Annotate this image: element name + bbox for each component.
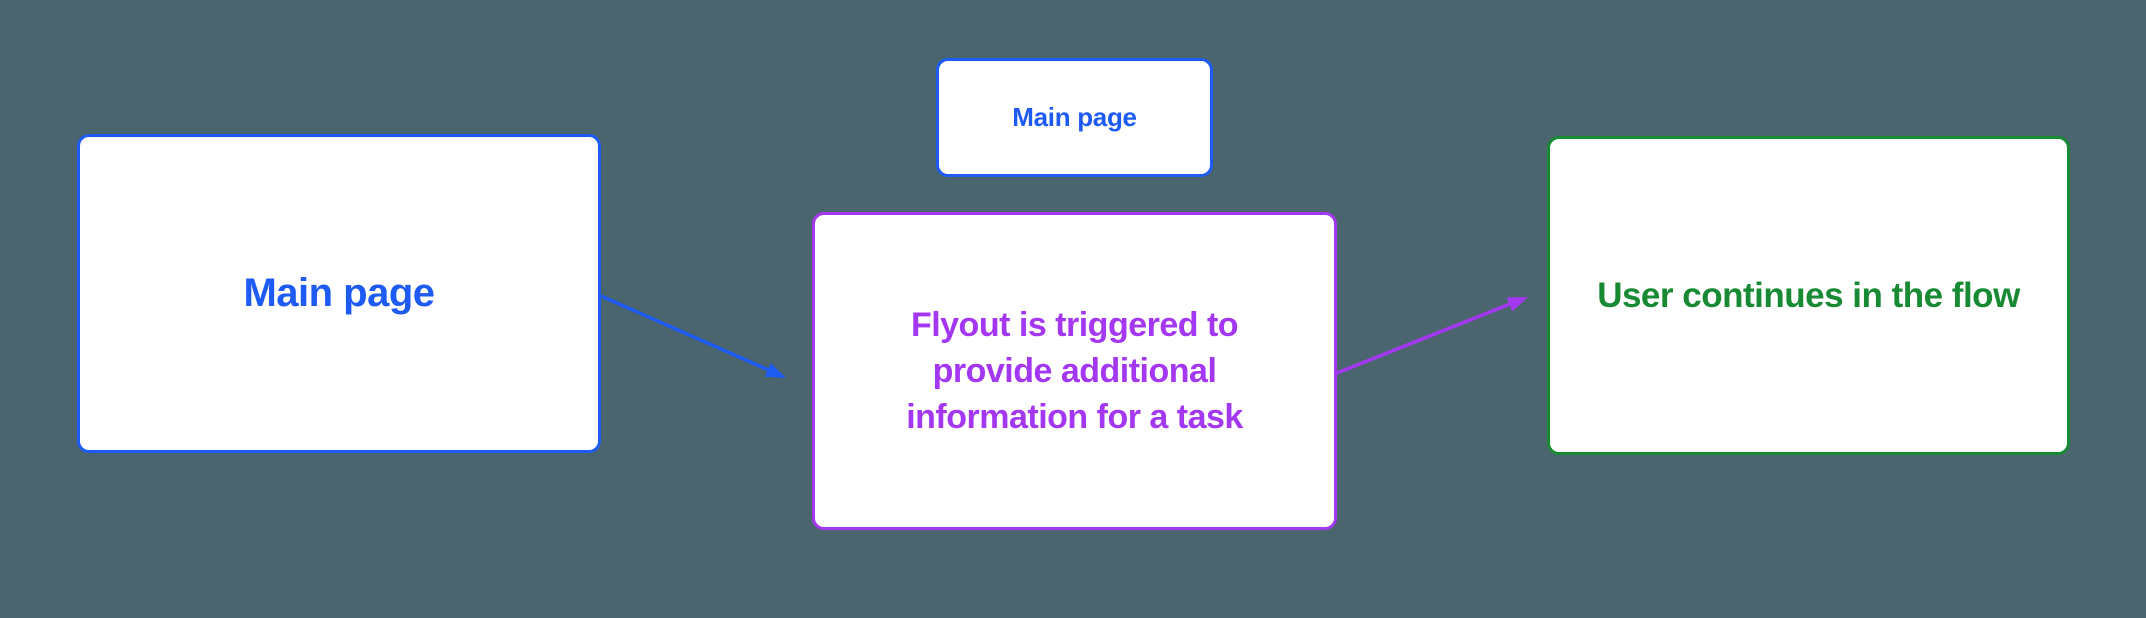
arrowhead-icon bbox=[764, 363, 786, 378]
node-main-page: Main page bbox=[77, 134, 601, 453]
arrow-flyout-to-user-continues bbox=[1335, 297, 1528, 375]
node-user-continues: User continues in the flow bbox=[1547, 136, 2070, 455]
node-flyout-label-line: provide additional bbox=[932, 352, 1217, 390]
node-user-continues-label: User continues in the flow bbox=[1597, 275, 2020, 315]
arrow-line bbox=[1335, 300, 1517, 375]
arrow-line bbox=[599, 294, 775, 374]
arrow-main-to-flyout bbox=[599, 294, 786, 378]
node-flyout-label-line: information for a task bbox=[906, 398, 1243, 436]
node-main-page-small-label: Main page bbox=[1012, 102, 1137, 132]
node-main-page-label: Main page bbox=[243, 271, 435, 315]
node-flyout-label-line: Flyout is triggered to bbox=[910, 306, 1239, 344]
node-main-page-small: Main page bbox=[936, 58, 1213, 177]
node-flyout: Flyout is triggered to provide additiona… bbox=[812, 212, 1337, 530]
arrowhead-icon bbox=[1506, 297, 1528, 312]
